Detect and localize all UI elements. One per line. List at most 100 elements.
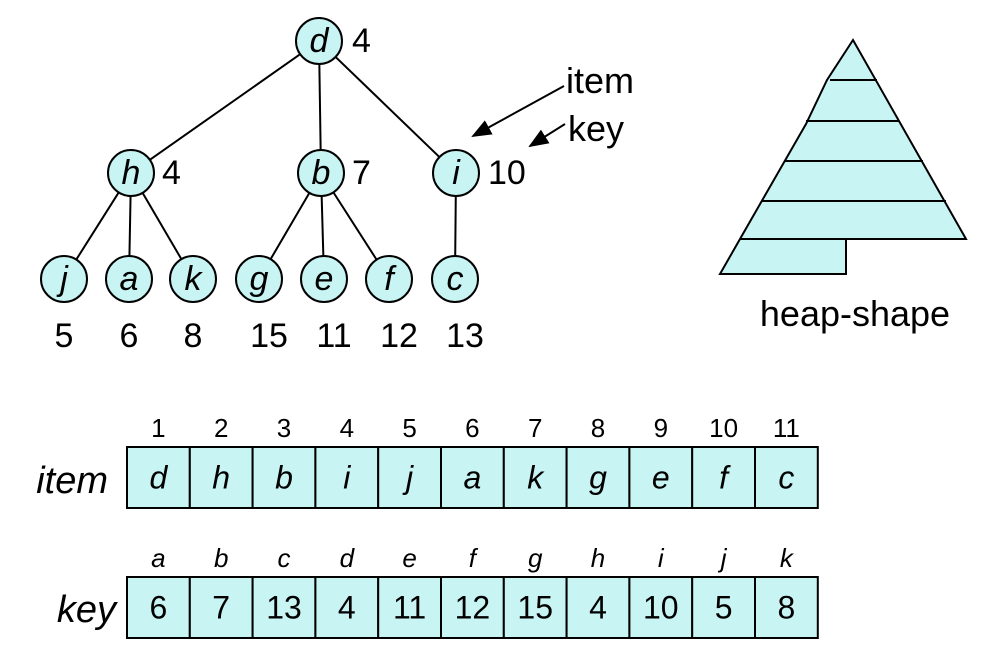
item-array-cell-3 <box>251 446 317 509</box>
item-array-cell-8 <box>565 446 631 509</box>
item-array-cell-6 <box>440 446 505 509</box>
item-array-header-7: 7 <box>528 413 542 443</box>
key-array-cell-6 <box>440 576 505 639</box>
heap-shape-label: heap-shape <box>760 293 950 334</box>
tree-edge-d-h <box>149 53 301 161</box>
item-array-header-6: 6 <box>465 413 479 443</box>
item-array-label: item <box>36 460 108 502</box>
tree-node-key-i: 10 <box>488 154 526 192</box>
tree-node-key-f: 12 <box>380 317 418 355</box>
tree-edge-h-a <box>128 195 132 257</box>
tree-node-b <box>297 149 345 197</box>
tree-keys: 4 4 7 10 5 6 8 15 11 12 13 <box>55 22 526 355</box>
item-array-header-8: 8 <box>591 413 605 443</box>
item-array-cell-10 <box>691 446 757 509</box>
key-array-value-10: 5 <box>715 590 733 626</box>
item-array-value-9: e <box>652 460 670 496</box>
tree-edge-h-k <box>141 192 183 260</box>
tree-node-e <box>300 255 348 303</box>
tree-node-key-e: 11 <box>316 317 351 355</box>
tree-node-h <box>107 149 155 197</box>
tree-node-key-h: 4 <box>162 154 181 192</box>
tree-node-i <box>432 149 480 197</box>
tree-node-label-c: c <box>447 260 464 298</box>
tree-edges <box>75 53 457 261</box>
tree-node-key-g: 15 <box>250 317 288 355</box>
item-array-header-9: 9 <box>654 413 668 443</box>
item-array-cell-7 <box>502 446 568 509</box>
key-array-header-1: a <box>151 543 165 573</box>
tree-node-g <box>235 255 283 303</box>
tree-edge-d-b <box>318 63 322 151</box>
item-array-header-1: 1 <box>151 413 165 443</box>
key-array-header-10: j <box>718 543 728 573</box>
item-array-value-11: c <box>778 460 794 496</box>
item-array-cell-1 <box>126 446 191 509</box>
key-array-header-7: g <box>528 543 543 573</box>
item-array-cell-2 <box>188 446 254 509</box>
item-annotation: item <box>566 60 634 101</box>
key-array-cell-10 <box>691 576 757 639</box>
key-array-value-5: 11 <box>393 590 426 626</box>
item-array-value-3: b <box>275 460 293 496</box>
key-array-header-3: c <box>278 543 291 573</box>
tree-node-label-h: h <box>122 154 141 192</box>
item-array-header-5: 5 <box>402 413 416 443</box>
tree-node-f <box>365 255 413 303</box>
item-array-header-10: 10 <box>709 413 738 443</box>
key-array-header-2: b <box>214 543 228 573</box>
key-array-header-9: i <box>658 543 665 573</box>
item-array-value-7: k <box>527 460 545 496</box>
tree-node-key-j: 5 <box>55 317 74 355</box>
key-array-label: key <box>57 589 118 631</box>
key-array-header-4: d <box>340 543 356 573</box>
tree-node-key-b: 7 <box>352 154 371 192</box>
tree-node-a <box>105 255 153 303</box>
item-array-header-2: 2 <box>214 413 228 443</box>
key-array-value-7: 15 <box>517 590 553 626</box>
key-array-header-5: e <box>402 543 416 573</box>
tree-node-key-d: 4 <box>352 22 371 60</box>
tree-node-c <box>431 255 479 303</box>
tree-node-label-k: k <box>185 260 204 298</box>
item-array-cell-11 <box>754 446 819 509</box>
key-arrow <box>528 123 566 148</box>
key-array-value-11: 8 <box>778 590 796 626</box>
tree-node-d <box>295 17 343 65</box>
key-array-cell-9 <box>628 576 694 639</box>
key-array-cell-11 <box>754 576 819 639</box>
key-array-value-9: 10 <box>643 590 679 626</box>
tree-edge-b-e <box>320 195 325 257</box>
tree-node-label-a: a <box>120 260 139 298</box>
tree-node-key-c: 13 <box>446 317 484 355</box>
key-array-header-6: f <box>469 543 479 573</box>
tree-node-key-a: 6 <box>120 317 139 355</box>
key-array-header-11: k <box>780 543 795 573</box>
item-array-header-4: 4 <box>340 413 354 443</box>
key-array-header-8: h <box>591 543 605 573</box>
tree-node-k <box>169 255 217 303</box>
key-array-cell-1 <box>126 576 191 639</box>
tree-node-label-g: g <box>250 260 269 298</box>
key-array-value-3: 13 <box>266 590 302 626</box>
key-array-value-8: 4 <box>589 590 607 626</box>
heap-shape-figure <box>718 38 968 275</box>
item-array-value-6: a <box>464 460 482 496</box>
item-array-header-3: 3 <box>277 413 291 443</box>
tree-node-key-k: 8 <box>184 317 203 355</box>
tree-node-label-i: i <box>452 154 461 192</box>
item-array-value-8: g <box>589 460 607 496</box>
tree-node-label-j: j <box>56 260 69 298</box>
key-array-cell-7 <box>502 576 568 639</box>
item-array-value-2: h <box>212 460 230 496</box>
tree-node-label-b: b <box>312 154 331 192</box>
tree-edge-i-c <box>454 195 457 257</box>
item-arrow <box>471 85 565 137</box>
key-annotation: key <box>568 108 624 149</box>
tree-edge-d-i <box>334 56 441 158</box>
item-array-value-4: i <box>343 460 351 496</box>
key-array-value-4: 4 <box>338 590 356 626</box>
